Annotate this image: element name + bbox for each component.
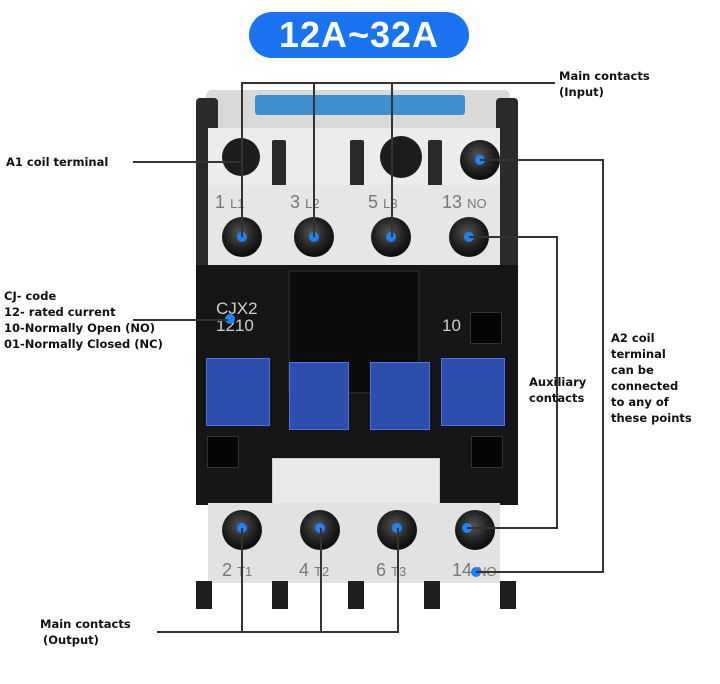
- terminal-label-3: 3 L2: [290, 192, 320, 212]
- device-foot: [424, 581, 440, 609]
- leader-line: [313, 82, 315, 237]
- device-foot: [348, 581, 364, 609]
- divider-post: [350, 140, 364, 190]
- terminal-label-1: 1 L1: [215, 192, 245, 212]
- rating-title-badge: 12A~32A: [249, 12, 469, 58]
- leader-line: [391, 82, 393, 237]
- device-foot: [196, 581, 212, 609]
- leader-line: [133, 161, 241, 163]
- mount-slot: [471, 436, 503, 468]
- leader-line: [241, 528, 243, 632]
- blue-indicator: [206, 358, 270, 426]
- label-a1-coil: A1 coil terminal: [6, 155, 109, 169]
- label-main-contacts-output: Main contacts(Output): [40, 617, 131, 647]
- terminal-label-2: 2 T1: [222, 560, 253, 580]
- blue-indicator: [441, 358, 505, 426]
- leader-line: [469, 236, 557, 238]
- terminal-screw-14no: [455, 510, 495, 550]
- marker-dot: [386, 232, 396, 242]
- leader-line: [467, 527, 557, 529]
- center-hole: [380, 136, 422, 178]
- divider-post: [272, 140, 286, 190]
- blue-indicator: [370, 362, 430, 430]
- aux-slot: [470, 312, 502, 344]
- device-right-rail: [496, 98, 518, 268]
- terminal-label-13: 13 NO: [442, 192, 487, 212]
- leader-line: [397, 528, 399, 632]
- divider-post: [428, 140, 442, 190]
- leader-line: [556, 236, 558, 529]
- leader-line: [157, 631, 399, 633]
- leader-line: [241, 82, 555, 84]
- mount-slot: [207, 436, 239, 468]
- label-main-contacts-input: Main contacts(Input): [559, 69, 650, 99]
- terminal-label-4: 4 T2: [299, 560, 329, 580]
- leader-line: [133, 319, 228, 321]
- leader-line: [241, 82, 243, 237]
- label-code-legend: CJ- code 12- rated current 10-Normally O…: [4, 289, 163, 351]
- device-blue-label-strip: [255, 95, 465, 115]
- terminal-label-5: 5 L3: [368, 192, 398, 212]
- blue-indicator: [289, 362, 349, 430]
- model-marker-dot: [225, 314, 235, 324]
- aux-marking: 10: [442, 316, 461, 335]
- device-foot: [500, 581, 516, 609]
- marker-dot: [309, 232, 319, 242]
- terminal-label-6: 6 T3: [376, 560, 406, 580]
- leader-line: [480, 159, 603, 161]
- device-foot: [272, 581, 288, 609]
- marker-dot: [237, 232, 247, 242]
- leader-line: [320, 528, 322, 632]
- leader-line: [476, 571, 603, 573]
- leader-line: [602, 159, 604, 573]
